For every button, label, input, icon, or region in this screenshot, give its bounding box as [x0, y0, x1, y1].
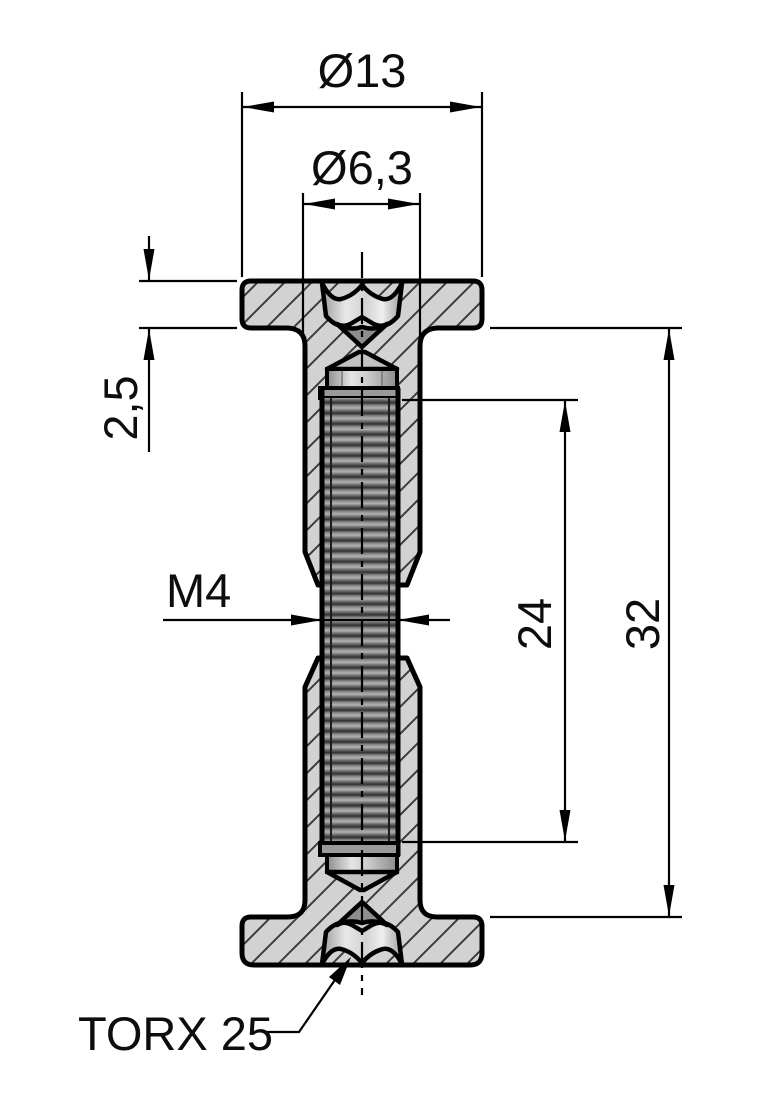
- rod-bottom-point: [324, 869, 400, 893]
- label-drive-type-text: TORX 25: [78, 1007, 273, 1060]
- arrowhead-left: [291, 614, 322, 626]
- arrowhead-right: [388, 198, 419, 210]
- dim-label-thread-size: M4: [166, 564, 231, 617]
- dim-drive-bore-diameter: Ø6,3: [301, 141, 422, 338]
- bore-mouth-top: [318, 386, 400, 400]
- arrowhead-left: [243, 101, 274, 113]
- dim-label-drive-bore-diameter: Ø6,3: [311, 141, 413, 194]
- dim-label-head-diameter: Ø13: [318, 44, 407, 97]
- arrowhead-top: [143, 249, 155, 280]
- dim-label-head-height: 2,5: [94, 375, 147, 440]
- dim-label-overall-length: 32: [616, 598, 669, 650]
- arrowhead-left: [304, 198, 335, 210]
- arrowhead: [329, 957, 351, 985]
- dim-thread-length: 24: [402, 398, 578, 844]
- label-drive-type: TORX 25: [78, 957, 351, 1060]
- arrowhead-bottom: [663, 885, 675, 916]
- arrowhead-top: [663, 329, 675, 360]
- arrowhead-bottom: [559, 810, 571, 841]
- arrowhead-bottom: [143, 329, 155, 360]
- arrowhead-top: [559, 401, 571, 432]
- dim-head-diameter: Ø13: [240, 44, 484, 277]
- dim-overall-length: 32: [490, 326, 682, 919]
- leader-line: [266, 960, 349, 1034]
- dim-head-height: 2,5: [94, 236, 237, 452]
- arrowhead-right: [450, 101, 481, 113]
- dim-thread-size: M4: [163, 564, 450, 626]
- dim-label-thread-length: 24: [508, 598, 561, 650]
- arrowhead-right: [398, 614, 429, 626]
